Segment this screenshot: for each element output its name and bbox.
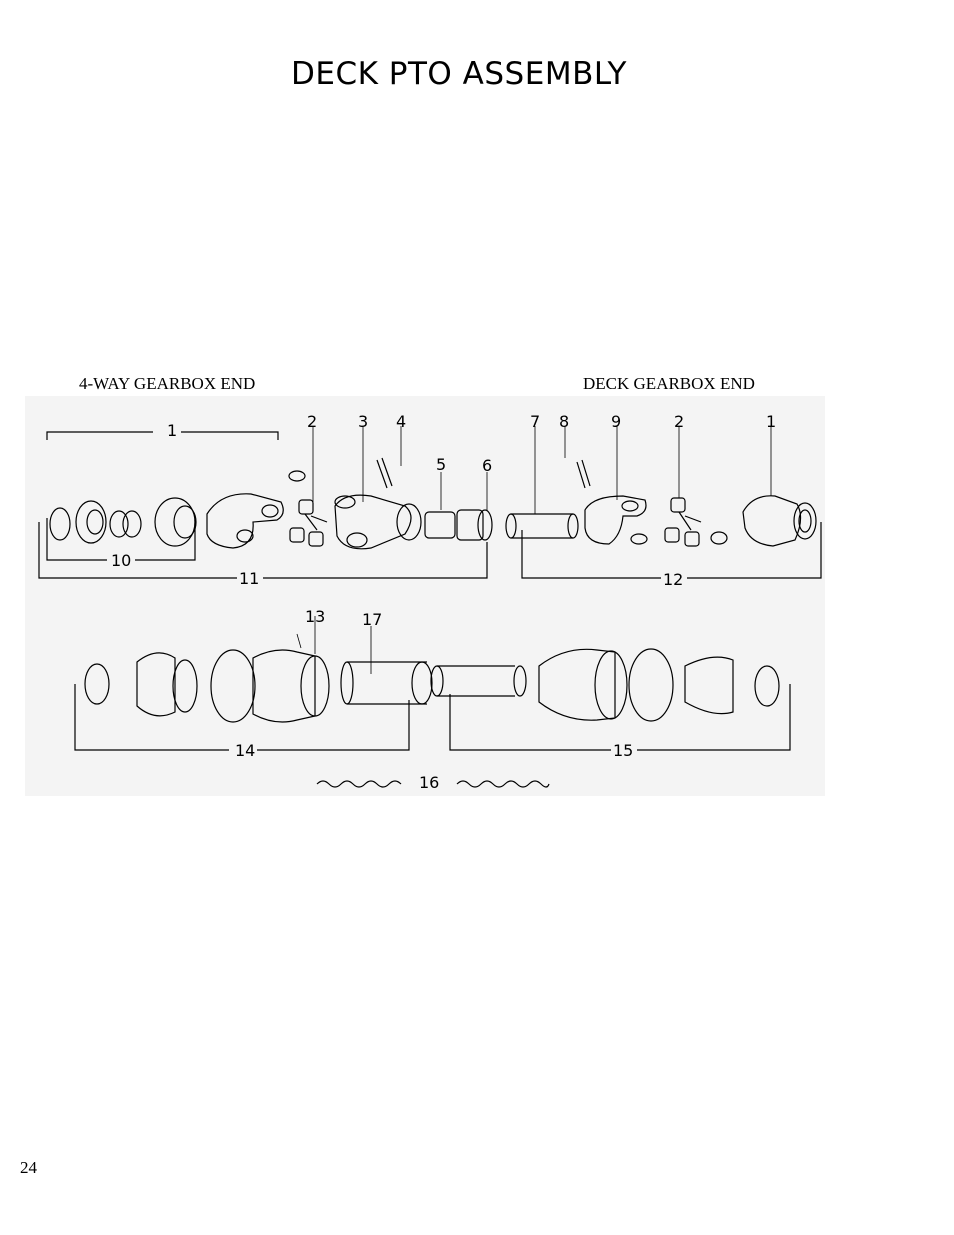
seal-ring: [288, 470, 306, 482]
sleeve-6-end: [477, 509, 493, 541]
callout-numbers: 1 2 3 4 5 6 7 8 9 2 1 10 11 12 13 17 14 …: [111, 412, 776, 792]
diagram-background: [25, 396, 825, 796]
yoke-right-bore: [798, 509, 812, 533]
tube-7-end: [505, 513, 517, 539]
yoke-eye-2: [236, 529, 254, 543]
bracket-14: [74, 684, 410, 751]
callout-3: 3: [358, 412, 368, 431]
page-number: 24: [20, 1158, 37, 1177]
roll-pin-4: [376, 457, 393, 489]
callout-17: 17: [362, 610, 382, 629]
yoke9-eye: [621, 500, 639, 512]
yoke3-eye: [334, 495, 356, 509]
guard-disc-15: [628, 648, 674, 722]
snap-ring-part-2: [122, 510, 142, 538]
yoke3-eye-2: [346, 532, 368, 548]
guard-tube-17-end: [340, 661, 354, 705]
sleeve-5: [424, 511, 456, 539]
callout-5: 5: [436, 455, 446, 474]
bearing-inner: [86, 509, 104, 535]
lower-row-parts: [74, 616, 791, 788]
bracket-15: [449, 684, 791, 751]
leader-lines-upper: [312, 426, 772, 514]
callout-2-right: 2: [674, 412, 684, 431]
bracket-10: [46, 518, 196, 561]
cross-cap-r4: [710, 531, 728, 545]
cross-arms-r: [678, 511, 702, 531]
callout-6: 6: [482, 456, 492, 475]
yoke-left: [206, 493, 284, 549]
callout-11: 11: [239, 569, 259, 588]
callout-12: 12: [663, 570, 683, 589]
guard-tube-17: [347, 661, 427, 705]
callout-15: 15: [613, 741, 633, 760]
callout-1-left: 1: [167, 421, 177, 440]
cross-cap-r3: [684, 531, 700, 547]
label-deck-gearbox-end: DECK GEARBOX END: [583, 374, 755, 393]
safety-chain-left: [316, 780, 402, 788]
guard-cone-15-end: [594, 650, 628, 720]
guard-collar-15: [754, 665, 780, 707]
callout-8: 8: [559, 412, 569, 431]
yoke-right-end: [793, 502, 817, 540]
roll-pin-8: [576, 459, 591, 489]
bracket-12: [521, 522, 822, 579]
snap-ring-part: [109, 510, 129, 538]
cross-cap-r2: [664, 527, 680, 543]
guard-bearing-15: [684, 656, 734, 715]
yoke-9: [584, 495, 647, 545]
cross-cap-2: [289, 527, 305, 543]
callout-4: 4: [396, 412, 406, 431]
page-title: DECK PTO ASSEMBLY: [291, 56, 627, 92]
callout-7: 7: [530, 412, 540, 431]
tube-7: [511, 513, 573, 539]
ring-part: [49, 507, 71, 541]
bracket-1-left: [46, 431, 279, 440]
callout-14: 14: [235, 741, 255, 760]
label-4-way-gearbox-end: 4-WAY GEARBOX END: [79, 374, 256, 393]
callout-2-left: 2: [307, 412, 317, 431]
bearing-housing-part: [75, 500, 107, 544]
callout-13: 13: [305, 607, 325, 626]
cross-arms: [304, 513, 328, 531]
callout-1-right: 1: [766, 412, 776, 431]
yoke-right-1: [742, 495, 802, 547]
upper-row-parts: [38, 426, 822, 579]
leader-lines-lower: [296, 616, 372, 674]
guard-bearing-14-ring: [172, 659, 198, 713]
guard-collar-14: [84, 663, 110, 705]
yoke-eye: [261, 504, 279, 518]
cross-cap-3: [308, 531, 324, 547]
tube-7-end-2: [567, 513, 579, 539]
bracket-11: [38, 522, 488, 579]
guard-tube-15-end: [430, 665, 444, 697]
pto-exploded-diagram: 1 2 3 4 5 6 7 8 9 2 1 10 11 12 13 17 14 …: [25, 396, 825, 796]
guard-tube-15-end-2: [513, 665, 527, 697]
guard-tube-17-end-2: [411, 661, 433, 705]
callout-10: 10: [111, 551, 131, 570]
guard-cone-14-end: [300, 655, 330, 717]
callout-16: 16: [419, 773, 439, 792]
safety-chain-right: [456, 780, 550, 788]
yoke9-eye-2: [630, 533, 648, 545]
cross-cap: [298, 499, 314, 515]
guard-disc-14: [210, 649, 256, 723]
yoke-tube-3: [334, 494, 412, 550]
collar-inner: [173, 505, 197, 539]
sleeve-6: [456, 509, 484, 541]
guard-bearing-14: [136, 652, 176, 717]
yoke3-end: [396, 503, 422, 541]
callout-9: 9: [611, 412, 621, 431]
cross-cap-r: [670, 497, 686, 513]
